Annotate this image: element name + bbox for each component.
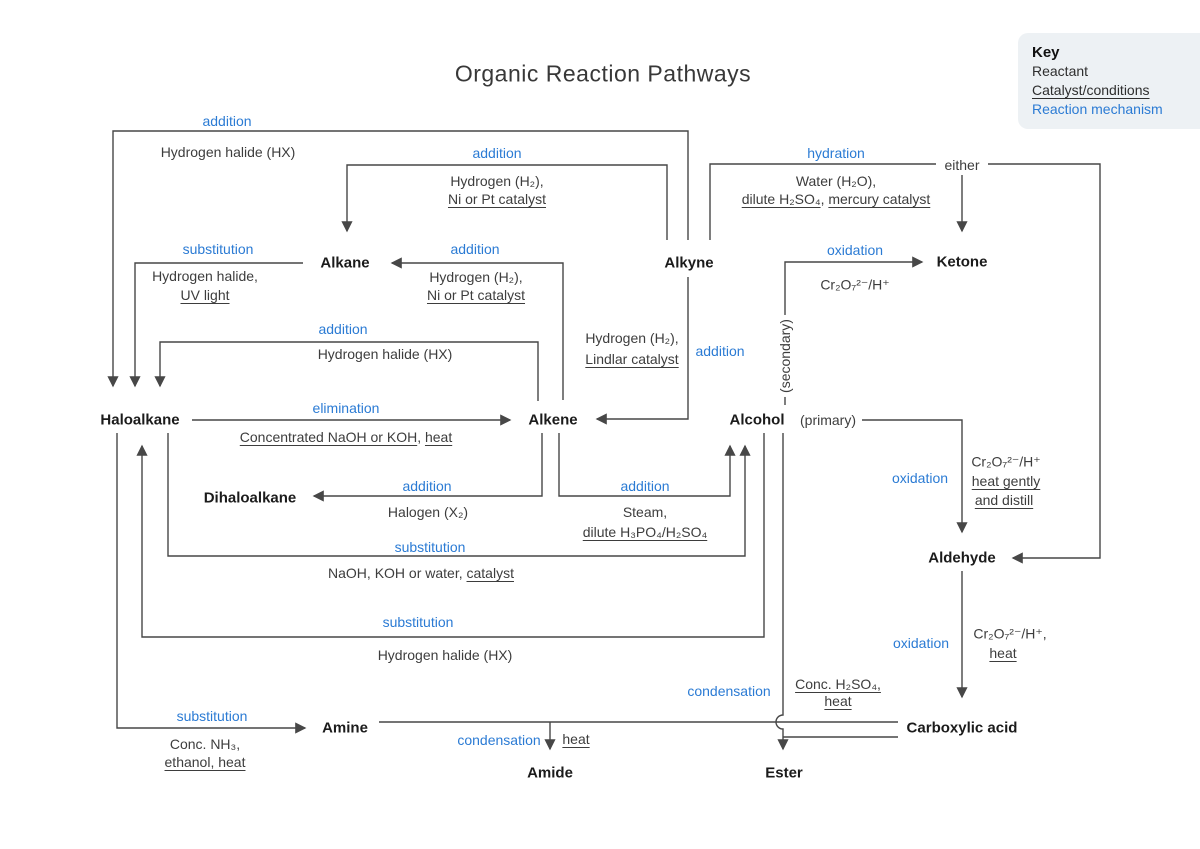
key-mechanism: Reaction mechanism xyxy=(1032,101,1163,117)
edge-alkyne-to-haloalkane xyxy=(107,130,689,388)
label-cond-hx-bottom: Hydrogen halide (HX) xyxy=(377,647,513,663)
label-mech-addition-hx-top: addition xyxy=(202,113,252,129)
edge-alkyne-to-alkane xyxy=(341,164,668,240)
node-ester: Ester xyxy=(762,764,806,782)
edge-alcohol-to-aldehyde xyxy=(862,419,968,534)
label-cond-amide-heat: heat xyxy=(562,731,590,747)
node-alkane: Alkane xyxy=(317,254,373,272)
node-alkyne: Alkyne xyxy=(661,254,717,272)
edge-alcohol-to-ester xyxy=(775,433,789,751)
label-cond-nh3-2: ethanol, heat xyxy=(164,754,246,770)
label-cond-hydration-2: dilute H₂SO₄, mercury catalyst xyxy=(742,191,931,207)
label-cond-oxidation-ketone: Cr₂O₇²⁻/H⁺ xyxy=(820,276,890,293)
label-cond-hx-top: Hydrogen halide (HX) xyxy=(160,144,296,160)
edge-alkane-to-haloalkane xyxy=(129,262,303,388)
edge-haloalkane-to-amine xyxy=(116,433,307,734)
label-mech-substitution-hx: substitution xyxy=(382,614,454,630)
label-cond-halogen: Halogen (X₂) xyxy=(387,504,469,520)
label-cond-uv-2: UV light xyxy=(180,287,230,303)
node-alcohol: Alcohol xyxy=(726,411,788,429)
node-alcohol-secondary: (secondary) xyxy=(777,315,793,397)
label-mech-substitution-uv: substitution xyxy=(182,241,254,257)
legend-key: Key Reactant Catalyst/conditions Reactio… xyxy=(1018,33,1200,129)
label-cond-ester-2: heat xyxy=(824,693,852,709)
label-mech-oxidation-carboxylic: oxidation xyxy=(892,635,950,651)
label-cond-h2-top-2: Ni or Pt catalyst xyxy=(447,191,547,207)
node-ketone: Ketone xyxy=(933,253,991,271)
label-cond-aldehyde-1: Cr₂O₇²⁻/H⁺ xyxy=(971,453,1041,470)
node-dihaloalkane: Dihaloalkane xyxy=(200,489,300,507)
edge-haloalkane-to-alcohol xyxy=(167,433,751,557)
label-cond-uv-1: Hydrogen halide, xyxy=(152,268,258,284)
edge-alkene-to-alcohol xyxy=(558,433,736,497)
label-mech-addition-halogen: addition xyxy=(402,478,452,494)
label-cond-carboxylic-2: heat xyxy=(989,645,1017,661)
key-reactant: Reactant xyxy=(1032,63,1089,79)
label-cond-lindlar-1: Hydrogen (H₂), xyxy=(585,330,679,346)
label-mech-addition-h2-mid: addition xyxy=(450,241,500,257)
edge-hydration-to-aldehyde xyxy=(988,163,1101,564)
cond-hydration-sep: , xyxy=(820,191,829,207)
label-mech-condensation-ester: condensation xyxy=(687,683,771,699)
edge-alkene-to-alkane xyxy=(390,257,564,400)
label-mech-condensation-amide: condensation xyxy=(457,732,541,748)
label-cond-aldehyde-3: and distill xyxy=(974,492,1034,508)
label-cond-h2-mid-2: Ni or Pt catalyst xyxy=(426,287,526,303)
label-cond-h2-mid-1: Hydrogen (H₂), xyxy=(429,269,523,285)
cond-naoh-part2: catalyst xyxy=(466,565,514,581)
label-mech-hydration: hydration xyxy=(807,145,865,161)
label-cond-carboxylic-1: Cr₂O₇²⁻/H⁺, xyxy=(973,625,1047,642)
node-alcohol-primary: (primary) xyxy=(796,412,860,428)
edge-alkene-to-dihaloalkane xyxy=(312,433,543,502)
edge-alcohol-to-haloalkane xyxy=(136,433,765,638)
cond-hydration-part2: mercury catalyst xyxy=(828,191,931,207)
label-cond-hx-mid: Hydrogen halide (HX) xyxy=(317,346,453,362)
label-cond-aldehyde-2: heat gently xyxy=(971,473,1041,489)
label-mech-addition-hx-mid: addition xyxy=(318,321,368,337)
page-title: Organic Reaction Pathways xyxy=(454,60,752,87)
node-haloalkane: Haloalkane xyxy=(97,411,183,429)
label-mech-addition-steam: addition xyxy=(620,478,670,494)
node-alkene: Alkene xyxy=(525,411,581,429)
cond-elimination-part2: heat xyxy=(424,429,453,445)
label-cond-naoh: NaOH, KOH or water, catalyst xyxy=(328,565,514,581)
cond-elimination-sep: , xyxy=(417,429,425,445)
cond-elimination-part1: Concentrated NaOH or KOH xyxy=(239,429,418,445)
label-mech-substitution-nh3: substitution xyxy=(176,708,248,724)
node-amide: Amide xyxy=(524,764,576,782)
label-mech-oxidation-aldehyde: oxidation xyxy=(891,470,949,486)
cond-naoh-part1: NaOH, KOH or water, xyxy=(328,565,467,581)
label-cond-h2-top-1: Hydrogen (H₂), xyxy=(450,173,544,189)
label-cond-hydration-1: Water (H₂O), xyxy=(795,173,877,189)
node-carboxylic-acid: Carboxylic acid xyxy=(903,719,1021,737)
node-amine: Amine xyxy=(319,719,371,737)
label-cond-elimination: Concentrated NaOH or KOH, heat xyxy=(240,429,452,445)
edge-alkyne-to-alkene xyxy=(595,277,689,425)
label-cond-nh3-1: Conc. NH₃, xyxy=(169,736,241,752)
label-cond-ester-1: Conc. H₂SO₄, xyxy=(795,676,881,692)
label-mech-substitution-naoh: substitution xyxy=(394,539,466,555)
label-cond-steam-2: dilute H₃PO₄/H₂SO₄ xyxy=(582,524,708,540)
edge-hydration-left xyxy=(709,163,936,240)
label-either: either xyxy=(940,157,984,173)
label-mech-oxidation-ketone: oxidation xyxy=(826,242,884,258)
label-cond-steam-1: Steam, xyxy=(622,504,668,520)
cond-hydration-part1: dilute H₂SO₄ xyxy=(741,191,821,207)
label-mech-addition-lindlar: addition xyxy=(695,343,745,359)
key-catalyst: Catalyst/conditions xyxy=(1032,82,1150,98)
label-mech-elimination: elimination xyxy=(312,400,380,416)
edge-alkene-to-haloalkane xyxy=(154,341,539,401)
key-heading: Key xyxy=(1032,44,1060,61)
node-aldehyde: Aldehyde xyxy=(925,549,999,567)
label-cond-lindlar-2: Lindlar catalyst xyxy=(585,351,679,367)
label-mech-addition-h2-top: addition xyxy=(472,145,522,161)
